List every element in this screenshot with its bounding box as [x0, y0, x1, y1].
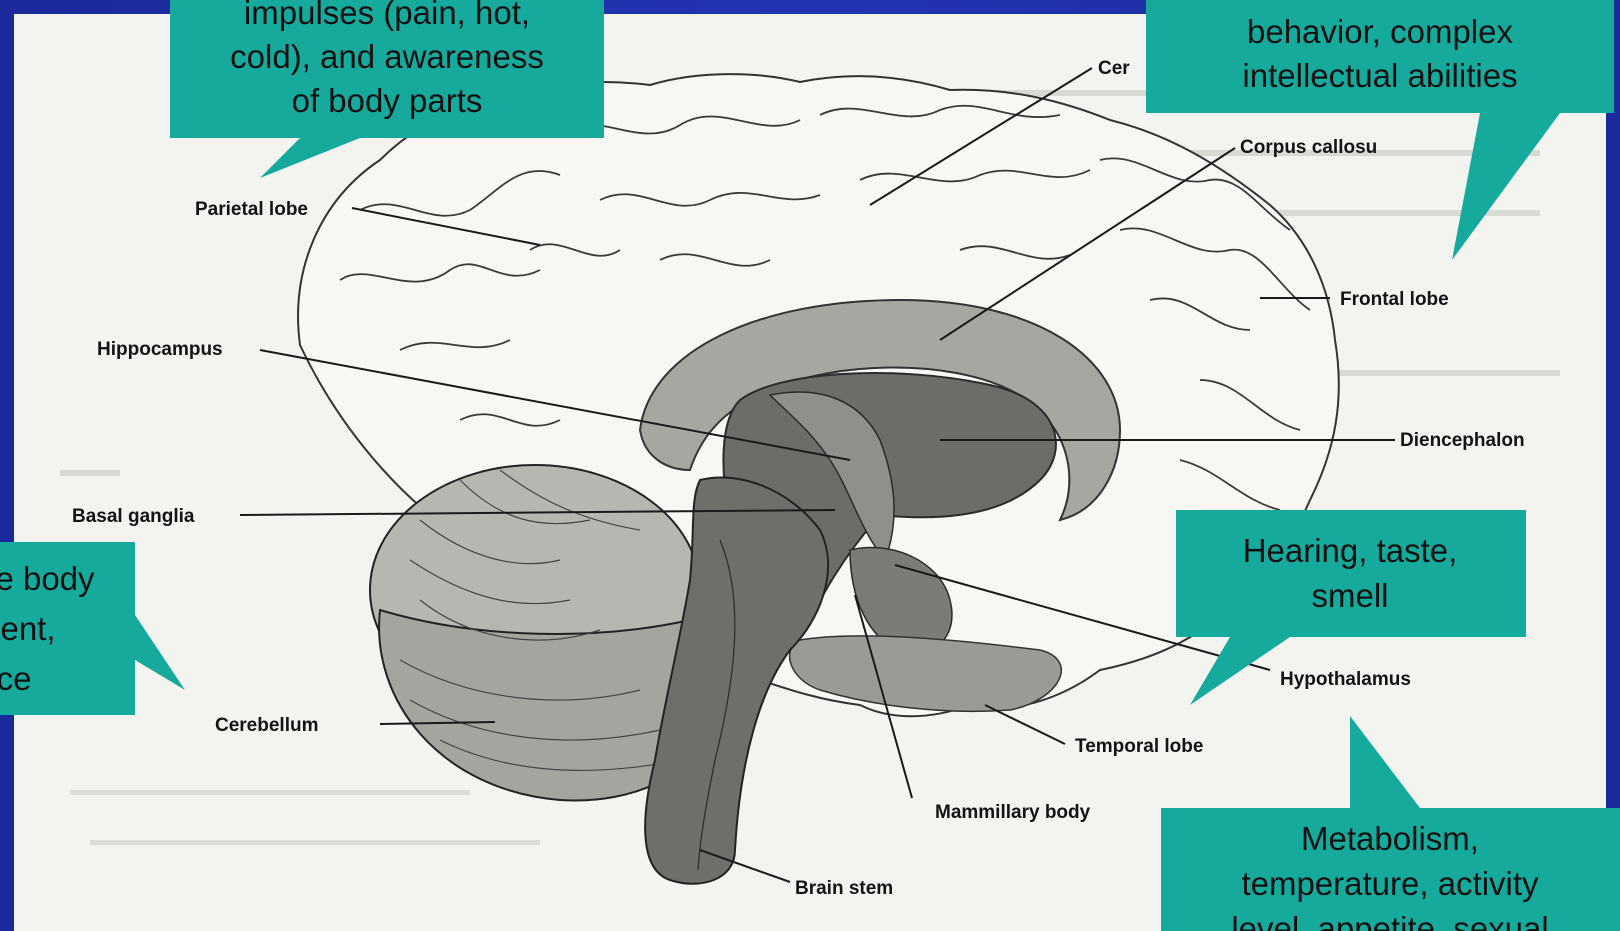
- label-basal-ganglia: Basal ganglia: [72, 506, 195, 527]
- callout-temporal-line1: Hearing, taste,: [1243, 532, 1458, 569]
- callout-hypothalamus-line1: Metabolism,: [1301, 820, 1479, 857]
- callout-parietal-line1: impulses (pain, hot,: [244, 0, 530, 31]
- label-mammillary-body: Mammillary body: [935, 802, 1091, 823]
- label-temporal-lobe: Temporal lobe: [1075, 736, 1203, 757]
- label-brain-stem: Brain stem: [795, 878, 893, 899]
- callout-temporal-line2: smell: [1311, 577, 1388, 614]
- callout-frontal-line2: intellectual abilities: [1242, 57, 1517, 94]
- callout-hypothalamus-line3: level, appetite, sexual: [1231, 910, 1548, 931]
- callout-cerebellum: e body ent, ce: [0, 542, 185, 715]
- label-cerebellum: Cerebellum: [215, 715, 318, 736]
- callout-hypothalamus: Metabolism, temperature, activity level,…: [1161, 716, 1620, 931]
- label-diencephalon: Diencephalon: [1400, 430, 1525, 451]
- callout-frontal-line1: behavior, complex: [1247, 13, 1513, 50]
- label-frontal-lobe: Frontal lobe: [1340, 289, 1449, 310]
- callout-cerebellum-line3: ce: [0, 660, 31, 697]
- label-corpus-callosum: Corpus callosu: [1240, 137, 1377, 158]
- label-cerebrum: Cer: [1098, 58, 1130, 79]
- callout-parietal-line3: of body parts: [292, 82, 483, 119]
- callout-parietal-line2: cold), and awareness: [230, 38, 544, 75]
- label-parietal-lobe: Parietal lobe: [195, 199, 308, 220]
- label-hypothalamus: Hypothalamus: [1280, 669, 1411, 690]
- callout-hypothalamus-line2: temperature, activity: [1241, 865, 1539, 902]
- callout-cerebellum-line1: e body: [0, 560, 95, 597]
- callout-cerebellum-line2: ent,: [0, 610, 55, 647]
- label-hippocampus: Hippocampus: [97, 339, 223, 360]
